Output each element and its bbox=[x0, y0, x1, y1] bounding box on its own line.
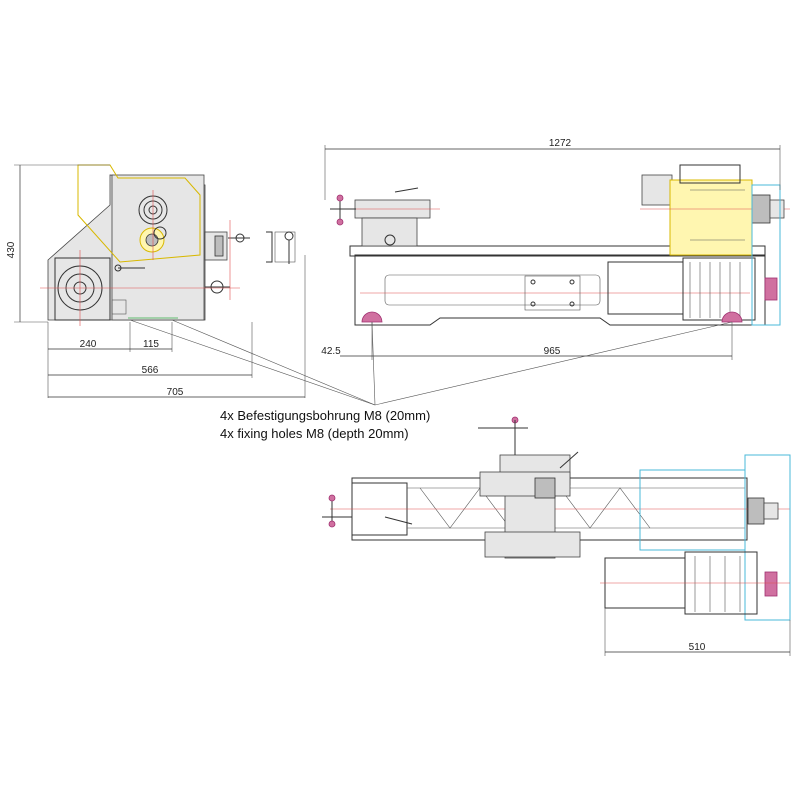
dim-705: 705 bbox=[167, 387, 184, 398]
dim-566: 566 bbox=[142, 365, 159, 376]
note-fixing-holes-en: 4x fixing holes M8 (depth 20mm) bbox=[220, 426, 409, 441]
note-fixing-holes-de: 4x Befestigungsbohrung M8 (20mm) bbox=[220, 408, 431, 423]
front-view bbox=[330, 164, 790, 326]
fixing-hole-leaders bbox=[129, 319, 733, 406]
side-view bbox=[40, 164, 296, 326]
dim-height: 430 bbox=[6, 241, 17, 258]
dim-42-5: 42.5 bbox=[321, 346, 341, 357]
top-view-dimensions: 510 bbox=[604, 608, 791, 656]
dim-510: 510 bbox=[689, 642, 706, 653]
dim-965: 965 bbox=[544, 346, 561, 357]
dim-115: 115 bbox=[143, 339, 159, 350]
side-view-dimensions: 430 240 115 566 705 bbox=[6, 164, 306, 398]
top-view bbox=[322, 416, 791, 621]
dim-1272: 1272 bbox=[549, 138, 572, 149]
front-view-dimensions: 1272 42.5 965 bbox=[321, 138, 781, 360]
dim-240: 240 bbox=[80, 339, 97, 350]
